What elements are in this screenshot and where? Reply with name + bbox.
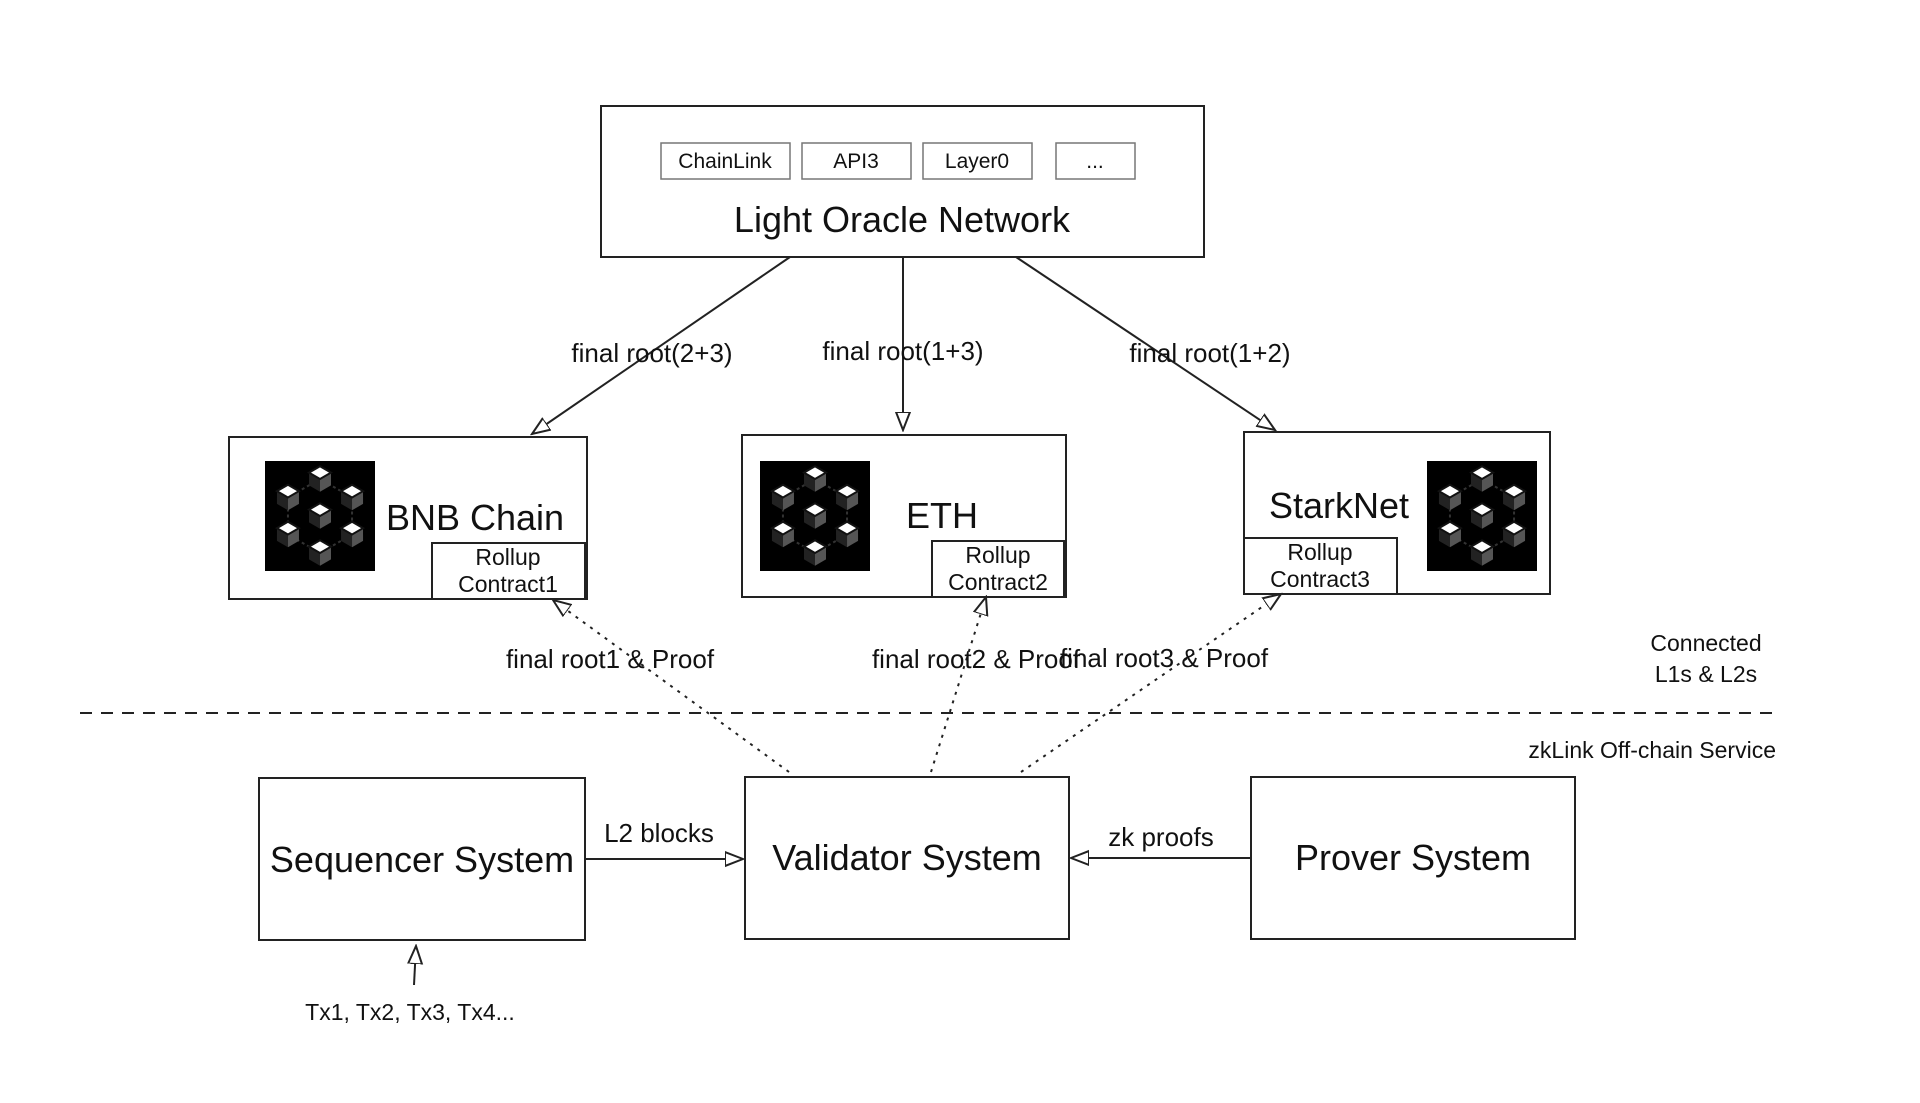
arrow-oracle-to-starknet xyxy=(1015,256,1275,430)
zone-upper-label-line1: Connected xyxy=(1650,630,1761,656)
oracle-network-title: Light Oracle Network xyxy=(734,199,1071,240)
label-oracle-to-starknet: final root(1+2) xyxy=(1129,338,1290,368)
chain-eth: ETH Rollup Contract2 xyxy=(741,434,1067,598)
chain-eth-name: ETH xyxy=(906,495,978,536)
arrow-validator-to-contract2 xyxy=(930,597,986,773)
label-sequencer-to-validator: L2 blocks xyxy=(604,818,714,848)
chain-starknet-name: StarkNet xyxy=(1269,485,1409,526)
label-prover-to-validator: zk proofs xyxy=(1108,822,1214,852)
provider-chainlink-label: ChainLink xyxy=(678,150,772,173)
rollup-contract-2-line1: Rollup xyxy=(965,542,1030,568)
provider-more-label: ... xyxy=(1086,150,1104,173)
label-oracle-to-bnb: final root(2+3) xyxy=(571,338,732,368)
zone-lower-label: zkLink Off-chain Service xyxy=(1528,737,1776,763)
validator-system-box: Validator System xyxy=(744,776,1070,940)
sequencer-system-box: Sequencer System xyxy=(258,777,586,941)
rollup-contract-3: Rollup Contract3 xyxy=(1243,537,1398,595)
prover-system-title: Prover System xyxy=(1295,837,1531,878)
rollup-contract-3-line2: Contract3 xyxy=(1270,566,1370,592)
provider-layer0: Layer0 xyxy=(922,142,1033,180)
blockchain-cubes-icon xyxy=(759,460,871,572)
blockchain-cubes-icon xyxy=(264,460,376,572)
rollup-contract-3-line1: Rollup xyxy=(1287,539,1352,565)
arrow-tx-to-sequencer xyxy=(414,946,416,986)
blockchain-cubes-icon xyxy=(1426,460,1538,572)
arrow-validator-to-contract3 xyxy=(1020,594,1281,773)
sequencer-system-title: Sequencer System xyxy=(270,839,574,880)
rollup-contract-2-line2: Contract2 xyxy=(948,569,1048,595)
provider-chainlink: ChainLink xyxy=(660,142,791,180)
label-oracle-to-eth: final root(1+3) xyxy=(822,336,983,366)
chain-starknet: StarkNet Rollup Contract3 xyxy=(1243,431,1551,595)
provider-more: ... xyxy=(1055,142,1136,180)
arrow-validator-to-contract1 xyxy=(553,600,790,773)
label-validator-to-contract2: final root2 & Proof xyxy=(872,644,1081,674)
provider-layer0-label: Layer0 xyxy=(945,150,1009,173)
arrow-oracle-to-bnb xyxy=(532,256,791,434)
zone-upper-label-line2: L1s & L2s xyxy=(1655,661,1757,687)
prover-system-box: Prover System xyxy=(1250,776,1576,940)
oracle-network-box: ChainLink API3 Layer0 ... Light Oracle N… xyxy=(600,105,1205,258)
transactions-label: Tx1, Tx2, Tx3, Tx4... xyxy=(305,999,515,1025)
validator-system-title: Validator System xyxy=(772,837,1041,878)
rollup-contract-1-line2: Contract1 xyxy=(458,571,558,597)
label-validator-to-contract3: final root3 & Proof xyxy=(1060,643,1269,673)
rollup-contract-1-line1: Rollup xyxy=(475,544,540,570)
rollup-contract-1: Rollup Contract1 xyxy=(431,542,586,600)
rollup-contract-2: Rollup Contract2 xyxy=(931,540,1065,598)
provider-api3: API3 xyxy=(801,142,912,180)
label-validator-to-contract1: final root1 & Proof xyxy=(506,644,715,674)
provider-api3-label: API3 xyxy=(833,150,879,173)
chain-bnb-name: BNB Chain xyxy=(386,497,564,538)
chain-bnb: BNB Chain Rollup Contract1 xyxy=(228,436,588,600)
